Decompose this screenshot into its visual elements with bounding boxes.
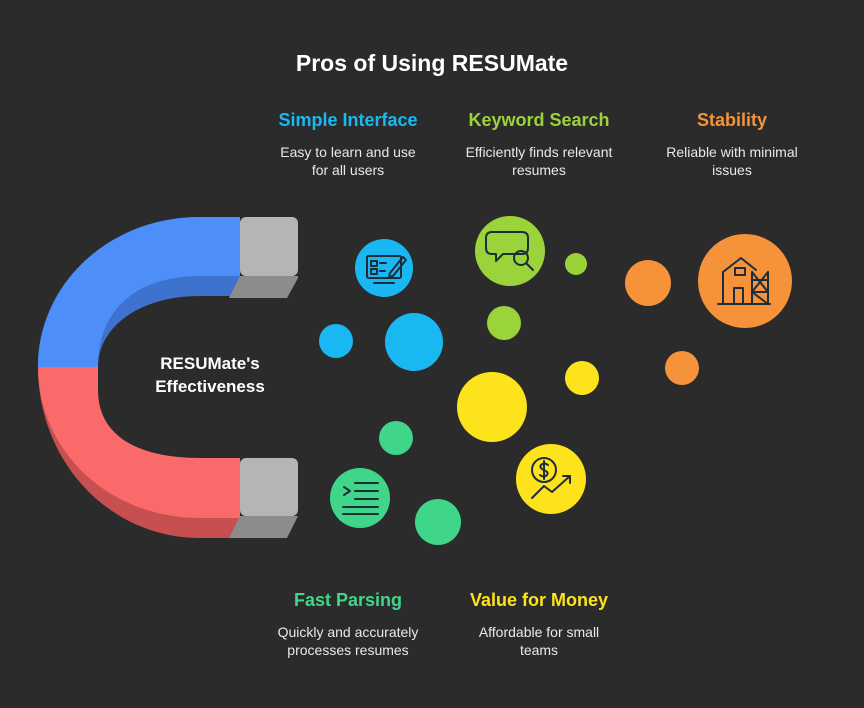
particle-lime-medium [487, 306, 521, 340]
feature-fast-parsing: Fast Parsing Quickly and accurately proc… [248, 590, 448, 659]
particle-green-small [379, 421, 413, 455]
feature-description-line: teams [519, 642, 559, 658]
particle-blue-small [319, 324, 353, 358]
feature-keyword-search: Keyword Search Efficiently finds relevan… [439, 110, 639, 179]
particle-orange-medium [625, 260, 671, 306]
particle-blue-large [385, 313, 443, 371]
feature-title: Keyword Search [468, 110, 610, 130]
particle-yellow-large [457, 372, 527, 442]
center-label-line: Effectiveness [155, 377, 265, 396]
particle-orange-small [665, 351, 699, 385]
feature-description-line: resumes [512, 162, 566, 178]
feature-description-line: issues [712, 162, 752, 178]
feature-description-line: Reliable with minimal [666, 144, 798, 160]
monitor-edit-icon [355, 239, 413, 297]
feature-description: Reliable with minimal issues [632, 143, 832, 179]
feature-description-line: for all users [311, 162, 385, 178]
building-scaffold-icon [698, 234, 792, 328]
center-label: RESUMate's Effectiveness [130, 352, 290, 398]
feature-stability: Stability Reliable with minimal issues [632, 110, 832, 179]
feature-description: Efficiently finds relevant resumes [439, 143, 639, 179]
feature-value-for-money: Value for Money Affordable for small tea… [439, 590, 639, 659]
particle-lime-small [565, 253, 587, 275]
feature-description-line: Quickly and accurately [277, 624, 419, 640]
particle-green-medium [415, 499, 461, 545]
magnet-top-arm [38, 217, 298, 367]
feature-description-line: Easy to learn and use [280, 144, 416, 160]
feature-description: Affordable for small teams [439, 623, 639, 659]
feature-title: Simple Interface [278, 110, 418, 130]
feature-description-line: Efficiently finds relevant [465, 144, 613, 160]
magnet-bottom-arm [38, 367, 298, 538]
feature-title: Value for Money [469, 590, 609, 610]
center-label-line: RESUMate's [160, 354, 260, 373]
chat-search-icon [475, 216, 545, 286]
feature-description-line: Affordable for small [478, 624, 600, 640]
feature-title: Stability [696, 110, 767, 130]
particle-yellow-small [565, 361, 599, 395]
feature-title: Fast Parsing [293, 590, 403, 610]
feature-description: Easy to learn and use for all users [248, 143, 448, 179]
feature-description: Quickly and accurately processes resumes [248, 623, 448, 659]
dollar-growth-icon [516, 444, 586, 514]
page-title: Pros of Using RESUMate [295, 50, 569, 76]
feature-description-line: processes resumes [287, 642, 409, 658]
feature-simple-interface: Simple Interface Easy to learn and use f… [248, 110, 448, 179]
text-list-icon [330, 468, 390, 528]
